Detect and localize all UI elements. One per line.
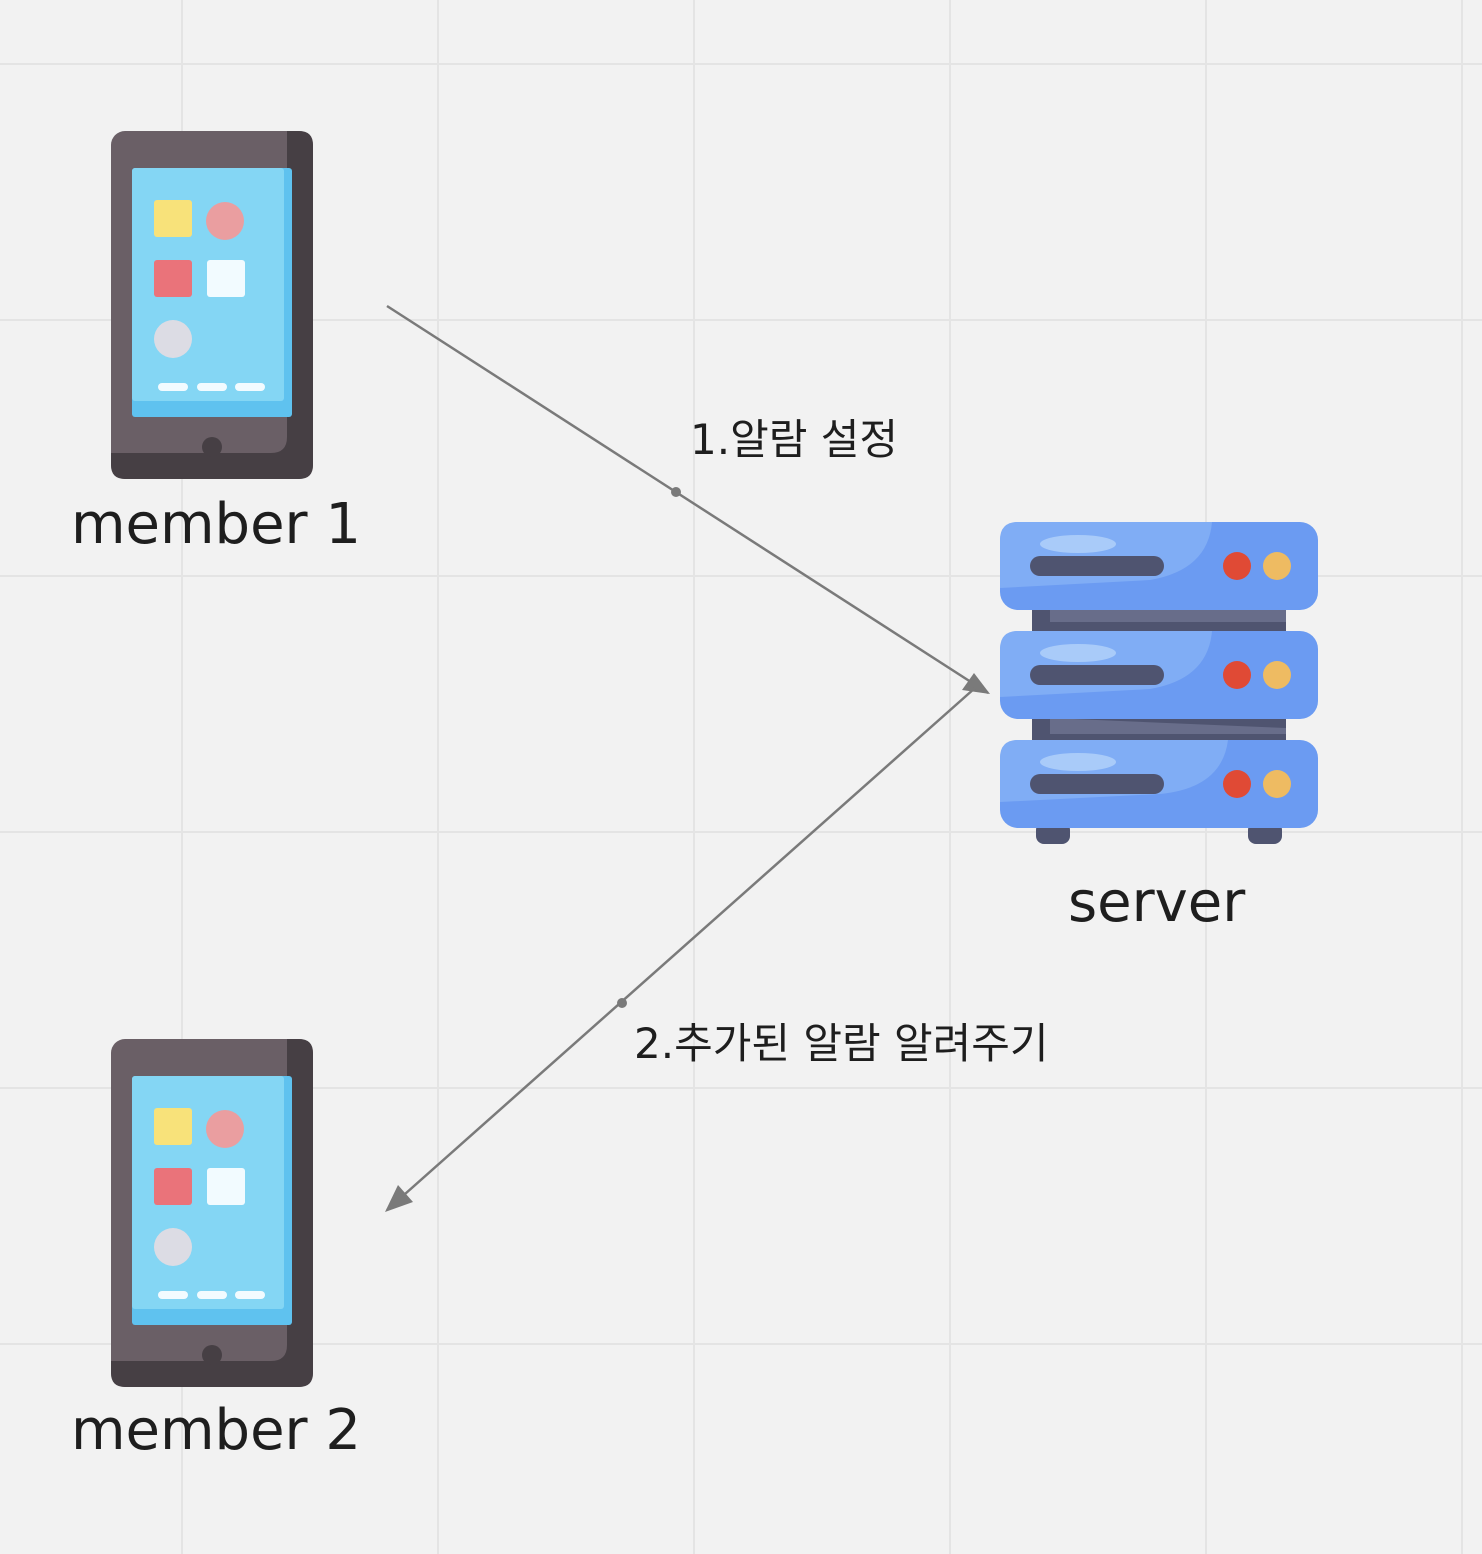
- edge-label-set-alarm[interactable]: 1.알람 설정: [690, 415, 898, 464]
- server-rack-icon[interactable]: [1000, 522, 1318, 844]
- edge-label-notify-alarm[interactable]: 2.추가된 알람 알려주기: [634, 1019, 1049, 1068]
- member2-label[interactable]: member 2: [71, 1398, 362, 1463]
- member1-label[interactable]: member 1: [71, 492, 362, 557]
- connector-midpoint-handle[interactable]: [671, 487, 681, 497]
- smartphone-icon[interactable]: [111, 131, 313, 479]
- arrowhead-icon: [962, 673, 990, 694]
- connector-server-to-member2[interactable]: [385, 687, 976, 1212]
- arrowhead-icon: [385, 1185, 413, 1212]
- connector-member1-to-server[interactable]: [386, 304, 990, 695]
- connector-midpoint-handle[interactable]: [617, 998, 627, 1008]
- smartphone-icon[interactable]: [111, 1039, 313, 1387]
- server-label[interactable]: server: [1068, 870, 1246, 935]
